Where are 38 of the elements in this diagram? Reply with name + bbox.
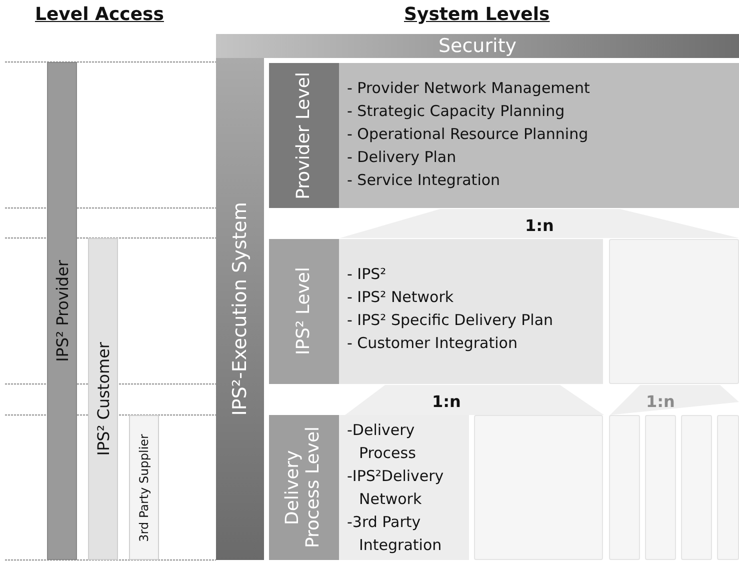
bar-label: 3rd Party Supplier — [137, 434, 151, 542]
bar-label: IPS²-Execution System — [229, 202, 251, 416]
list-item: - Service Integration — [347, 170, 502, 191]
empty-level-box — [681, 415, 712, 560]
list-item: -3rd Party Integration — [347, 512, 443, 556]
list-item: - Delivery Plan — [347, 147, 458, 168]
list-item: -IPS²Delivery Network — [347, 466, 445, 510]
bar-label: IPS² Customer — [94, 342, 112, 456]
access-bar — [88, 238, 118, 560]
empty-level-box — [474, 415, 603, 560]
list-item: - Customer Integration — [347, 333, 518, 354]
empty-level-box — [645, 415, 676, 560]
section-heading: System Levels — [404, 4, 550, 25]
ratio-label: 1:n — [525, 216, 554, 235]
band-label: Security — [438, 35, 517, 57]
level-title: Provider Level — [294, 72, 314, 200]
level-title: Delivery Process Level — [283, 426, 325, 550]
ratio-label: 1:n — [646, 392, 675, 411]
list-item: - Operational Resource Planning — [347, 124, 590, 145]
bar-label: IPS² Provider — [52, 260, 72, 362]
level-box — [269, 239, 603, 384]
execution-system-bar — [216, 58, 264, 560]
list-item: - Provider Network Management — [347, 78, 591, 99]
list-item: - Strategic Capacity Planning — [347, 101, 566, 122]
section-heading: Level Access — [35, 4, 164, 25]
empty-level-box — [717, 415, 739, 560]
level-box — [269, 415, 469, 560]
list-item: - IPS² Specific Delivery Plan — [347, 310, 554, 331]
list-item: -Delivery Process — [347, 420, 417, 464]
level-box — [269, 63, 739, 208]
ratio-label: 1:n — [432, 392, 461, 411]
list-item: - IPS² Network — [347, 287, 455, 308]
security-band — [216, 34, 739, 58]
access-bar — [47, 62, 77, 560]
access-bar — [129, 415, 159, 560]
level-title: IPS² Level — [294, 267, 314, 356]
list-item: - IPS² — [347, 264, 388, 285]
empty-level-box — [609, 415, 640, 560]
